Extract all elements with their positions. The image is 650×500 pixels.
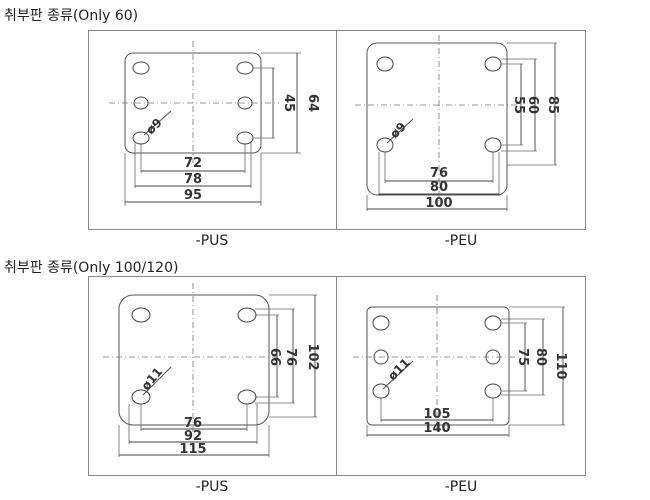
- dimension-95: 95: [184, 188, 202, 203]
- phi-leader-line: [386, 118, 414, 144]
- hole-diameter-label: ø9: [387, 119, 409, 141]
- dimension-110: 110: [553, 352, 568, 379]
- hole: [484, 383, 502, 399]
- dimension-76-vertical: 76: [283, 348, 298, 366]
- peu-100-120-drawing: ø11 105 140 75 80 110: [353, 295, 568, 437]
- caption-pus-100-120: -PUS: [195, 479, 229, 495]
- hole: [236, 61, 254, 75]
- phi-leader-line: [143, 110, 172, 136]
- dimension-115: 115: [179, 442, 206, 457]
- pus-60-drawing: ø9 72 78 95 45 64: [109, 41, 320, 206]
- dimension-105: 105: [423, 407, 450, 422]
- dimension-45: 45: [281, 94, 296, 112]
- panel-pus-100-120: ø11 76 92 115 66 76 102: [88, 276, 338, 476]
- mounting-plate: [366, 306, 510, 426]
- hole: [132, 61, 150, 75]
- hole: [373, 349, 389, 365]
- caption-pus-60: -PUS: [195, 233, 229, 249]
- dimension-80: 80: [533, 348, 548, 366]
- hole: [484, 315, 502, 331]
- hole: [133, 96, 149, 110]
- mounting-plate: [118, 294, 270, 426]
- section-heading-only-60: 취부판 종류(Only 60): [4, 8, 139, 24]
- hole: [131, 307, 151, 323]
- panel-peu-60: ø9 76 80 100 55 60 85: [336, 30, 586, 230]
- dimension-140: 140: [423, 421, 450, 436]
- dimension-66: 66: [267, 348, 282, 366]
- dimension-85: 85: [545, 96, 560, 114]
- dimension-76: 76: [184, 416, 202, 431]
- dimension-102: 102: [305, 343, 320, 370]
- hole: [237, 307, 257, 323]
- hole-diameter-label: ø11: [139, 365, 166, 393]
- hole: [484, 137, 502, 153]
- dimension-72: 72: [184, 156, 202, 171]
- dimension-64: 64: [305, 94, 320, 112]
- pus-100-120-drawing: ø11 76 92 115 66 76 102: [103, 283, 320, 457]
- dimension-75: 75: [515, 348, 530, 366]
- dimension-92: 92: [184, 429, 202, 444]
- hole-diameter-label: ø11: [385, 356, 413, 384]
- panel-pus-60: ø9 72 78 95 45 64: [88, 30, 338, 230]
- hole: [376, 56, 394, 72]
- hole: [484, 56, 502, 72]
- hole: [372, 315, 390, 331]
- section-heading-only-100-120: 취부판 종류(Only 100/120): [4, 260, 179, 276]
- caption-peu-60: -PEU: [444, 233, 478, 249]
- dimension-78: 78: [184, 172, 202, 187]
- dimension-76: 76: [430, 166, 448, 181]
- caption-peu-100-120: -PEU: [444, 479, 478, 495]
- dimension-100: 100: [425, 196, 452, 211]
- hole: [237, 389, 257, 405]
- hole: [485, 349, 501, 365]
- phi-leader-line: [382, 360, 414, 390]
- panel-peu-100-120: ø11 105 140 75 80 110: [336, 276, 586, 476]
- mounting-plate: [366, 42, 508, 196]
- hole: [237, 96, 253, 110]
- peu-60-drawing: ø9 76 80 100 55 60 85: [355, 35, 560, 211]
- dimension-80: 80: [430, 180, 448, 195]
- dimension-60: 60: [525, 96, 540, 114]
- phi-leader-line: [142, 366, 172, 396]
- dimension-55: 55: [511, 96, 526, 114]
